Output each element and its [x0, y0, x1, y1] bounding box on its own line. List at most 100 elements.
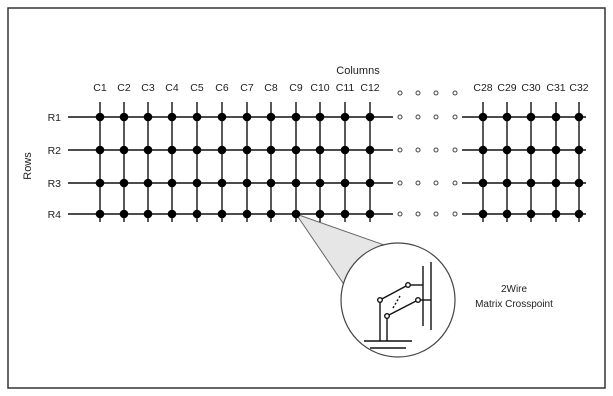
matrix-grid [68, 90, 586, 222]
crosspoint-node [119, 209, 129, 219]
crosspoint-node [95, 178, 105, 188]
gap-dot [433, 90, 439, 96]
crosspoint-node [266, 145, 276, 155]
crosspoint-node [574, 209, 584, 219]
gap-dot [397, 211, 403, 217]
crosspoint-node [217, 209, 227, 219]
gap-dot [452, 180, 458, 186]
crosspoint-node [143, 112, 153, 122]
crosspoint-node [192, 209, 202, 219]
callout-subtitle: Matrix Crosspoint [475, 299, 553, 310]
crosspoint-node [478, 178, 488, 188]
crosspoint-node [95, 145, 105, 155]
crosspoint-node [365, 112, 375, 122]
crosspoint-detail [364, 262, 432, 349]
gap-dot [433, 114, 439, 120]
column-label: C11 [336, 82, 355, 94]
crosspoint-node [192, 112, 202, 122]
gap-dot [415, 147, 421, 153]
row-label: R3 [48, 178, 62, 190]
gap-dot [452, 147, 458, 153]
column-label: C1 [93, 82, 107, 94]
crosspoint-node [551, 145, 561, 155]
crosspoint-node [551, 178, 561, 188]
gap-dot [433, 211, 439, 217]
border [7, 7, 606, 389]
crosspoint-node [365, 178, 375, 188]
gap-dot [452, 211, 458, 217]
column-label: C9 [289, 82, 303, 94]
crosspoint-node [119, 178, 129, 188]
crosspoint-node [217, 112, 227, 122]
crosspoint-node [315, 112, 325, 122]
crosspoint-node [574, 178, 584, 188]
crosspoint-node [242, 209, 252, 219]
columns-title: Columns [336, 65, 380, 77]
crosspoint-node [315, 145, 325, 155]
crosspoint-node [143, 209, 153, 219]
gap-dot [433, 180, 439, 186]
crosspoint-node [291, 112, 301, 122]
crosspoint-node [266, 178, 276, 188]
crosspoint-node [242, 112, 252, 122]
crosspoint-node [143, 145, 153, 155]
crosspoint-node [526, 112, 536, 122]
crosspoint-node [526, 209, 536, 219]
gap-dot [415, 211, 421, 217]
column-label: C30 [521, 82, 540, 94]
crosspoint-node [478, 145, 488, 155]
gap-dot [452, 114, 458, 120]
crosspoint-node [143, 178, 153, 188]
crosspoint-node [291, 178, 301, 188]
crosspoint-node [502, 178, 512, 188]
gap-dot [397, 147, 403, 153]
column-label: C8 [264, 82, 278, 94]
crosspoint-node [242, 145, 252, 155]
column-label: C31 [546, 82, 565, 94]
column-label: C5 [190, 82, 204, 94]
gap-dot [452, 90, 458, 96]
crosspoint-node [478, 209, 488, 219]
column-label: C6 [215, 82, 229, 94]
crosspoint-node [502, 209, 512, 219]
gap-dot [415, 90, 421, 96]
crosspoint-node [266, 112, 276, 122]
crosspoint-node [95, 209, 105, 219]
row-label: R2 [48, 145, 62, 157]
crosspoint-node [192, 178, 202, 188]
gap-dot [433, 147, 439, 153]
crosspoint-node [266, 209, 276, 219]
crosspoint-node [574, 145, 584, 155]
gap-dot [397, 114, 403, 120]
crosspoint-node [167, 209, 177, 219]
crosspoint-node [340, 209, 350, 219]
crosspoint-node [167, 145, 177, 155]
gap-dot [415, 114, 421, 120]
crosspoint-node [217, 178, 227, 188]
column-label: C10 [310, 82, 329, 94]
gap-dot [415, 180, 421, 186]
column-label: C29 [497, 82, 516, 94]
crosspoint-node [551, 112, 561, 122]
crosspoint-node [217, 145, 227, 155]
crosspoint-node [315, 209, 325, 219]
row-label: R4 [48, 209, 62, 221]
crosspoint-node [315, 178, 325, 188]
crosspoint-node [502, 145, 512, 155]
column-label: C3 [141, 82, 155, 94]
crosspoint-node [365, 145, 375, 155]
crosspoint-node [478, 112, 488, 122]
column-label: C7 [240, 82, 254, 94]
gap-dot [397, 90, 403, 96]
crosspoint-node [291, 145, 301, 155]
column-label: C12 [360, 82, 379, 94]
crosspoint-node [574, 112, 584, 122]
crosspoint-node [340, 112, 350, 122]
crosspoint-node [95, 112, 105, 122]
rows-title: Rows [22, 152, 34, 180]
crosspoint-node [242, 178, 252, 188]
column-label: C28 [473, 82, 492, 94]
crosspoint-node [365, 209, 375, 219]
crosspoint-node [119, 112, 129, 122]
